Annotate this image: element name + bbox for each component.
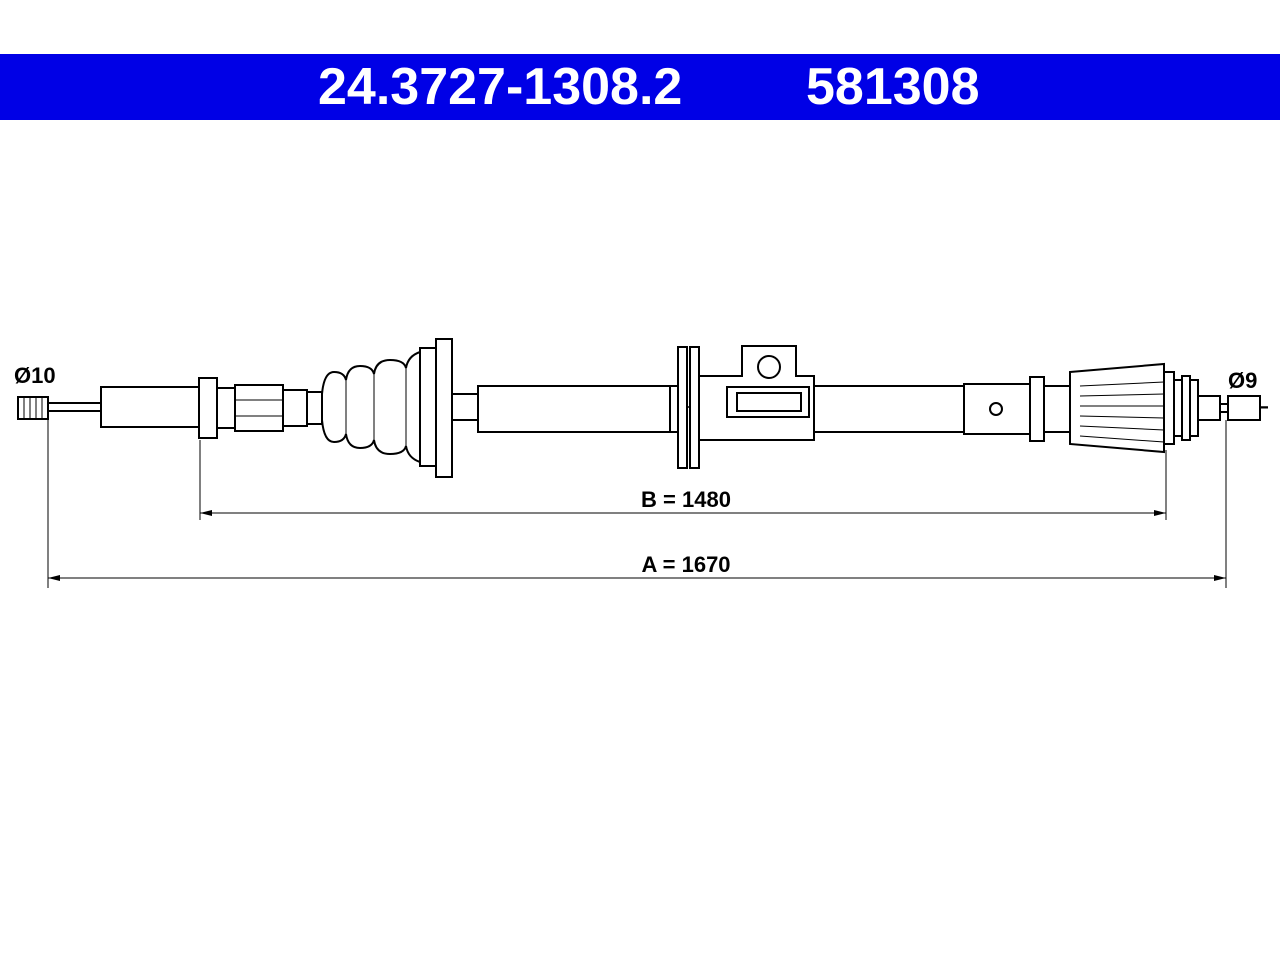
dimension-a-label: A = 1670 [641, 552, 730, 577]
outer-sheath [477, 385, 671, 433]
right-sheath [813, 376, 1071, 442]
left-diameter-label: Ø10 [14, 363, 56, 388]
dimension-a-line [48, 575, 1226, 581]
left-end-fitting [17, 396, 102, 420]
reference-number: 581308 [806, 58, 980, 116]
header-banner: 24.3727-1308.2 581308 [0, 54, 1280, 120]
ribbed-cone-adjuster [1069, 362, 1221, 454]
rubber-bellows [321, 338, 479, 478]
mounting-bracket [669, 345, 815, 469]
left-sleeve-assembly [100, 377, 323, 439]
dimension-b-label: B = 1480 [641, 487, 731, 512]
right-end-fitting [1219, 395, 1268, 421]
part-number: 24.3727-1308.2 [318, 58, 683, 116]
right-diameter-label: Ø9 [1228, 368, 1257, 393]
dimension-b-line [200, 510, 1166, 516]
